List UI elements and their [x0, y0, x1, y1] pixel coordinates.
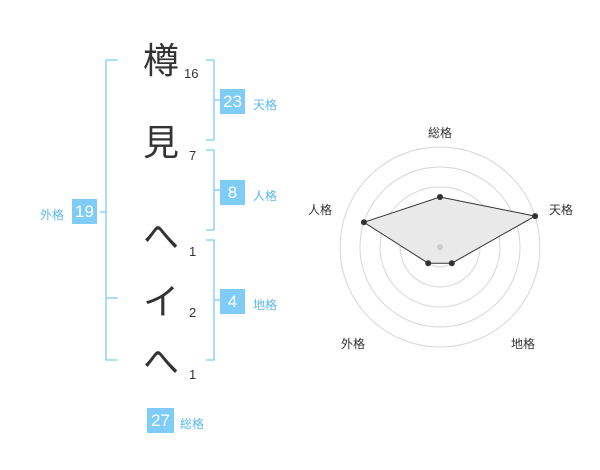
radar-points	[360, 194, 539, 267]
name-char-3: へ	[142, 217, 179, 258]
chikaku-value: 4	[220, 289, 245, 314]
radar-axis-label-jinkaku: 人格	[308, 203, 333, 217]
gaikaku-label: 外格	[40, 208, 65, 222]
radar-ring-5	[339, 146, 541, 348]
stroke-count-3: 1	[189, 244, 197, 259]
radar-axis-label-gaikaku: 外格	[341, 337, 366, 351]
radar-axis-label-tenkaku: 天格	[549, 203, 574, 217]
gaikaku-bracket	[105, 59, 118, 361]
stroke-count-4: 2	[189, 305, 197, 320]
tenkaku-label: 天格	[253, 98, 278, 112]
gaikaku-value: 19	[72, 199, 97, 224]
stroke-count-2: 7	[189, 148, 197, 163]
jinkaku-value: 8	[220, 180, 245, 205]
radar-point-4	[425, 260, 432, 267]
name-char-1: 樽	[142, 41, 179, 82]
radar-point-5	[360, 219, 367, 226]
radar-point-2	[532, 213, 539, 220]
radar-point-3	[448, 260, 455, 267]
radar-axis-label-chikaku: 地格	[511, 337, 536, 351]
radar-axis-label-soukaku: 総格	[428, 126, 453, 140]
tenkaku-value: 23	[220, 89, 245, 114]
soukaku-value: 27	[147, 408, 174, 433]
radar-center-dot	[437, 244, 443, 250]
radar-ring-3	[379, 186, 501, 308]
name-char-4: イ	[142, 282, 179, 323]
soukaku-label: 総格	[180, 417, 205, 431]
radar-point-1	[437, 194, 443, 200]
stroke-count-1: 16	[184, 66, 199, 81]
chikaku-label: 地格	[253, 298, 278, 312]
radar-ring-4	[359, 166, 521, 328]
name-char-5: へ	[142, 342, 179, 383]
name-char-2: 見	[142, 123, 179, 164]
jinkaku-label: 人格	[253, 189, 278, 203]
stroke-count-5: 1	[189, 367, 197, 382]
radar-polygon	[362, 196, 537, 264]
